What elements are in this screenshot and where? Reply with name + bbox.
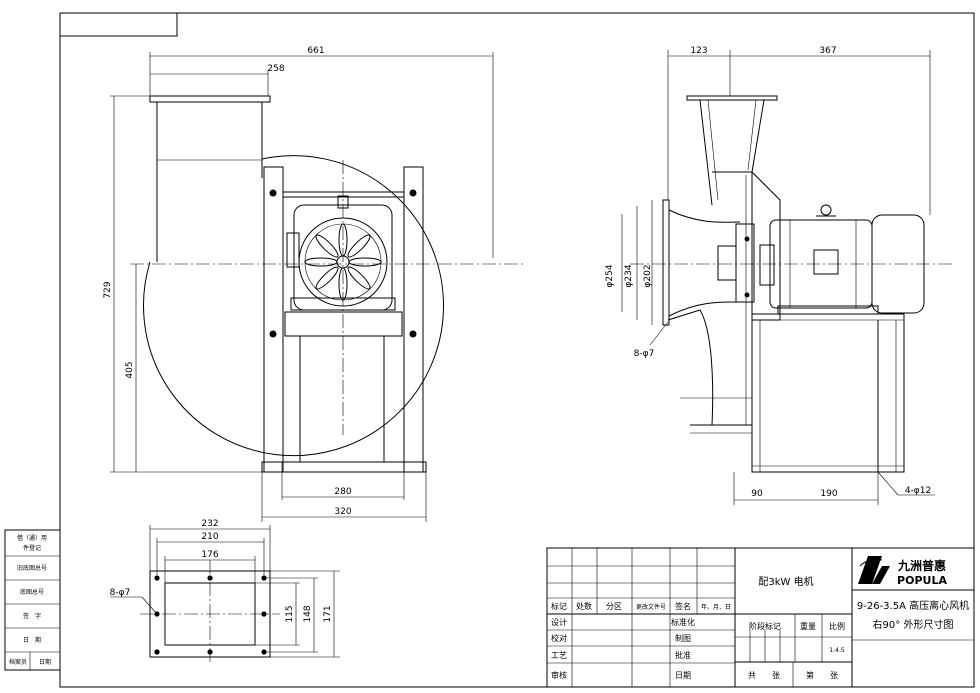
motor-fan-cover xyxy=(304,223,382,301)
tb-left-2: 工艺 xyxy=(551,651,567,660)
tb-left-3: 审核 xyxy=(551,670,567,680)
dim-outlet-outer-height: 171 xyxy=(323,605,333,622)
tb-sheets-total: 共 张 xyxy=(748,671,780,680)
tb-mid-3: 日期 xyxy=(675,671,691,680)
motor-note: 配3kW 电机 xyxy=(758,575,813,588)
tb-header-5: 年、月、日 xyxy=(701,603,731,611)
note-flange-holes: 8-φ7 xyxy=(634,349,655,359)
stamp-row-3: 底图总号 xyxy=(20,588,44,596)
dim-motor-length: 367 xyxy=(819,46,836,56)
tb-scale: 1:4.5 xyxy=(829,647,845,654)
tb-stage-2: 比例 xyxy=(829,621,845,631)
drawing-name: 右90° 外形尺寸图 xyxy=(873,618,954,631)
company-name-en: POPULA xyxy=(897,574,947,587)
side-view: 123 367 φ254 φ234 φ202 8-φ7 90 190 4-φ12 xyxy=(605,46,955,505)
dim-flange-inner: φ202 xyxy=(643,264,653,287)
stamp-row-4: 签 字 xyxy=(23,612,41,620)
dim-base-outer: 320 xyxy=(334,507,351,517)
front-view: 661 258 729 405 280 320 xyxy=(103,46,525,522)
dim-base-inner: 280 xyxy=(334,487,351,497)
stamp-bottom-0: 档案员 xyxy=(9,658,27,666)
dim-height: 729 xyxy=(103,281,113,298)
outlet-flange-view: 232 210 176 8-φ7 115 148 171 xyxy=(110,519,340,665)
tb-left-0: 设计 xyxy=(551,617,567,627)
tb-mid-2: 批准 xyxy=(675,650,691,660)
dim-inlet-depth: 123 xyxy=(690,46,707,56)
dim-outlet-inner-height: 115 xyxy=(285,605,295,622)
company-name-cn: 九洲普惠 xyxy=(897,558,946,573)
dim-outlet-inner-width: 176 xyxy=(201,550,218,560)
dim-outlet-bolt-height: 148 xyxy=(303,605,313,622)
tb-header-3: 更改文件号 xyxy=(636,603,666,611)
stamp-row-0: 借（通）用 xyxy=(17,534,47,542)
stamp-bottom-1: 日期 xyxy=(39,658,51,666)
stamp-row-1: 件登记 xyxy=(23,544,41,552)
title-block: 标记 处数 分区 更改文件号 签名 年、月、日 设计 校对 工艺 审核 标准化 … xyxy=(546,547,975,688)
tb-sheet-no: 第 张 xyxy=(806,670,838,680)
note-base-holes: 4-φ12 xyxy=(905,486,931,496)
tb-stage-0: 阶段标记 xyxy=(749,621,781,631)
company-logo xyxy=(858,556,890,584)
dim-base-b: 190 xyxy=(820,489,837,499)
dim-flange-bolt: φ234 xyxy=(624,264,634,287)
tb-stage-1: 重量 xyxy=(800,621,816,631)
dim-inlet-offset: 258 xyxy=(267,64,284,74)
tb-header-1: 处数 xyxy=(576,601,592,611)
tb-header-0: 标记 xyxy=(551,601,567,611)
dim-outlet-outer-width: 232 xyxy=(201,519,218,529)
dim-shaft-height: 405 xyxy=(125,361,135,378)
dim-overall-width: 661 xyxy=(307,46,324,56)
tb-left-1: 校对 xyxy=(551,633,567,643)
dim-base-a: 90 xyxy=(751,489,763,499)
product-name: 9-26-3.5A 高压离心风机 xyxy=(857,599,969,612)
tb-mid-1: 制图 xyxy=(675,633,691,643)
dim-flange-outer: φ254 xyxy=(605,264,615,287)
stamp-row-2: 旧底图总号 xyxy=(17,564,47,572)
tb-header-2: 分区 xyxy=(606,602,622,611)
stamp-row-5: 日 期 xyxy=(23,636,41,644)
drawing-frame xyxy=(59,12,975,688)
tb-mid-0: 标准化 xyxy=(671,617,695,627)
dim-outlet-bolt-width: 210 xyxy=(201,532,218,542)
note-outlet-holes: 8-φ7 xyxy=(110,588,131,598)
tb-header-4: 签名 xyxy=(675,601,691,611)
side-stamp: 借（通）用 件登记 旧底图总号 底图总号 签 字 日 期 档案员 日期 xyxy=(4,529,61,671)
